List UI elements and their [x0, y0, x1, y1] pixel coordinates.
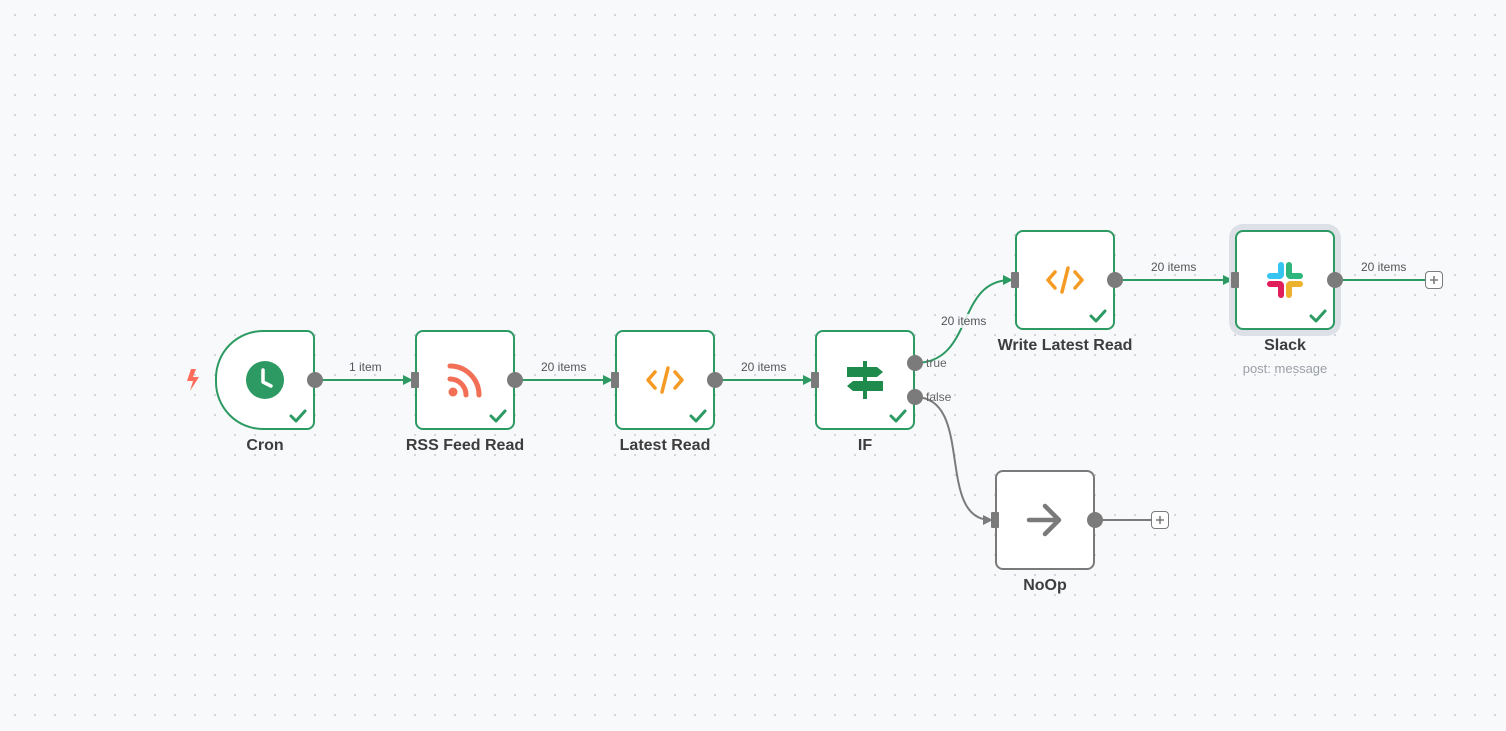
rss-input-handle[interactable]	[411, 372, 419, 388]
slack-icon	[1264, 259, 1306, 301]
node-title-noop: NoOp	[1023, 577, 1067, 594]
if-false-output-handle[interactable]	[907, 389, 923, 405]
edge-label-rss-latest-read: 20 items	[539, 360, 589, 374]
code-icon	[645, 365, 685, 395]
node-slack[interactable]	[1235, 230, 1335, 330]
plus-icon	[1430, 276, 1438, 284]
plus-icon	[1156, 516, 1164, 524]
node-if[interactable]	[815, 330, 915, 430]
edge-label-write-slack: 20 items	[1149, 260, 1199, 274]
rss-icon	[445, 360, 485, 400]
success-check-icon	[289, 409, 307, 423]
clock-icon	[245, 360, 285, 400]
node-latest-read[interactable]	[615, 330, 715, 430]
add-node-after-noop-button[interactable]	[1151, 511, 1169, 529]
node-title-if: IF	[857, 437, 873, 454]
node-title-write-latest-read: Write Latest Read	[997, 337, 1133, 354]
noop-output-handle[interactable]	[1087, 512, 1103, 528]
success-check-icon	[1089, 309, 1107, 323]
slack-input-handle[interactable]	[1231, 272, 1239, 288]
cron-output-handle[interactable]	[307, 372, 323, 388]
edge-label-if-write: 20 items	[939, 314, 989, 328]
node-title-cron: Cron	[246, 437, 284, 454]
node-subtitle-slack: post: message	[1242, 361, 1328, 376]
node-title-latest-read: Latest Read	[619, 437, 711, 454]
node-write-latest-read[interactable]	[1015, 230, 1115, 330]
branch-label-false: false	[926, 390, 952, 404]
if-input-handle[interactable]	[811, 372, 819, 388]
node-cron[interactable]	[215, 330, 315, 430]
success-check-icon	[889, 409, 907, 423]
connection-if-false-noop[interactable]	[914, 396, 993, 525]
slack-output-handle[interactable]	[1327, 272, 1343, 288]
add-node-after-slack-button[interactable]	[1425, 271, 1443, 289]
node-rss-feed-read[interactable]	[415, 330, 515, 430]
node-noop[interactable]	[995, 470, 1095, 570]
write-latest-read-output-handle[interactable]	[1107, 272, 1123, 288]
write-latest-read-input-handle[interactable]	[1011, 272, 1019, 288]
trigger-bolt-icon	[187, 369, 199, 391]
rss-output-handle[interactable]	[507, 372, 523, 388]
branch-label-true: true	[926, 356, 947, 370]
success-check-icon	[689, 409, 707, 423]
signpost-icon	[844, 359, 886, 401]
latest-read-output-handle[interactable]	[707, 372, 723, 388]
edge-label-slack-out: 20 items	[1359, 260, 1409, 274]
success-check-icon	[1309, 309, 1327, 323]
latest-read-input-handle[interactable]	[611, 372, 619, 388]
node-title-rss-feed-read: RSS Feed Read	[405, 437, 525, 454]
edge-label-cron-rss: 1 item	[347, 360, 384, 374]
success-check-icon	[489, 409, 507, 423]
node-title-slack: Slack	[1264, 337, 1306, 354]
arrow-right-icon	[1025, 502, 1065, 538]
if-true-output-handle[interactable]	[907, 355, 923, 371]
noop-input-handle[interactable]	[991, 512, 999, 528]
code-icon	[1045, 265, 1085, 295]
edge-label-latest-read-if: 20 items	[739, 360, 789, 374]
